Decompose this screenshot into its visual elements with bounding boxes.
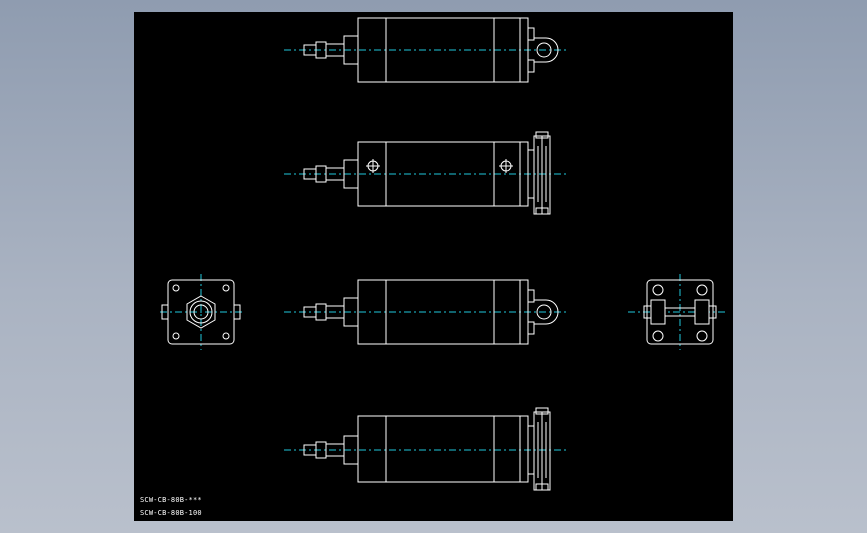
part-number-label-generic: SCW-CB-80B-*** xyxy=(140,496,202,504)
end-view-rod-side[interactable] xyxy=(160,274,244,350)
end-view-cap-side[interactable] xyxy=(628,274,726,350)
cylinder-view-side-2[interactable] xyxy=(284,407,566,491)
cylinder-view-side-1[interactable] xyxy=(284,131,566,215)
part-number-label-specific: SCW-CB-80B-100 xyxy=(140,509,202,517)
cad-drawing-viewport[interactable]: SCW-CB-80B-*** SCW-CB-80B-100 xyxy=(134,12,733,521)
drawing-canvas xyxy=(160,17,726,491)
cylinder-view-front[interactable] xyxy=(284,279,566,345)
cylinder-view-top[interactable] xyxy=(284,17,566,83)
